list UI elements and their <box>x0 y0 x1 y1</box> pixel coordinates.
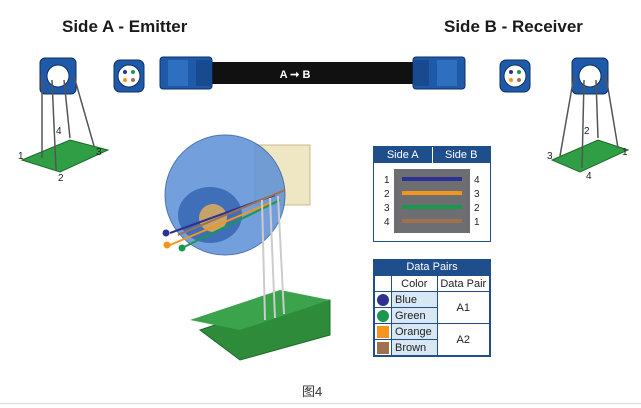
right-pcb-assembly: 1 2 3 4 <box>547 57 630 182</box>
pinout-header-side-b: Side B <box>431 147 491 163</box>
side-a-plug-face <box>113 59 145 93</box>
pinout-b-1: 1 <box>474 217 480 228</box>
pair-a2: A2 <box>436 323 491 356</box>
pinout-header-side-a: Side A <box>386 149 419 161</box>
pinout-b-2: 2 <box>474 203 480 214</box>
pinout-table: Side A Side B 1 2 3 4 4 3 2 1 <box>373 146 491 242</box>
right-pin-label-4: 4 <box>586 171 592 182</box>
right-plug-ridge <box>437 60 457 86</box>
pairs-header-swatch <box>374 275 392 292</box>
side-a-title: Side A - Emitter <box>62 17 188 36</box>
right-pin-label-3: 3 <box>547 151 553 162</box>
data-pairs-table: Data Pairs Color Data Pair Blue A1 Green… <box>373 259 491 357</box>
right-pin-label-2: 2 <box>584 126 590 137</box>
pairs-header-pair: Data Pair <box>436 275 491 292</box>
color-green: Green <box>391 307 438 324</box>
side-b-title: Side B - Receiver <box>444 17 583 36</box>
pinout-header: Side A Side B <box>374 147 490 163</box>
data-pairs-title: Data Pairs <box>374 260 490 275</box>
data-pairs-grid: Color Data Pair Blue A1 Green Orange A2 … <box>374 275 491 356</box>
left-pin-label-3: 3 <box>96 147 102 158</box>
pinout-b-3: 3 <box>474 189 480 200</box>
left-pin-label-4: 4 <box>56 126 62 137</box>
left-pin-label-1: 1 <box>18 151 24 162</box>
pinout-b-4: 4 <box>474 175 480 186</box>
swatch-blue <box>374 291 392 308</box>
pinout-a-4: 4 <box>384 217 390 228</box>
cable <box>210 62 415 84</box>
right-pin-label-1: 1 <box>622 147 628 158</box>
color-brown: Brown <box>391 339 438 356</box>
side-b-plug-face <box>499 59 531 93</box>
pinout-a-2: 2 <box>384 189 390 200</box>
color-orange: Orange <box>391 323 438 340</box>
left-plug-ridge <box>168 60 188 86</box>
swatch-green <box>374 307 392 324</box>
left-plug-grip <box>196 60 212 86</box>
swatch-orange <box>374 323 392 340</box>
pinout-wires: 1 2 3 4 4 3 2 1 <box>384 169 480 233</box>
pinout-a-3: 3 <box>384 203 390 214</box>
pairs-header-color: Color <box>391 275 438 292</box>
center-connector-illustration <box>162 134 331 361</box>
cable-label: A ➞ B <box>280 69 311 81</box>
left-pin-label-2: 2 <box>58 173 64 184</box>
figure-caption: 图4 <box>302 384 323 399</box>
swatch-brown <box>374 339 392 356</box>
left-pcb-assembly: 1 2 3 4 <box>18 57 110 184</box>
bottom-divider <box>0 403 641 404</box>
right-plug-grip <box>413 60 429 86</box>
color-blue: Blue <box>391 291 438 308</box>
pinout-a-1: 1 <box>384 175 390 186</box>
cable-assembly: A ➞ B <box>159 56 466 90</box>
pair-a1: A1 <box>436 291 491 324</box>
